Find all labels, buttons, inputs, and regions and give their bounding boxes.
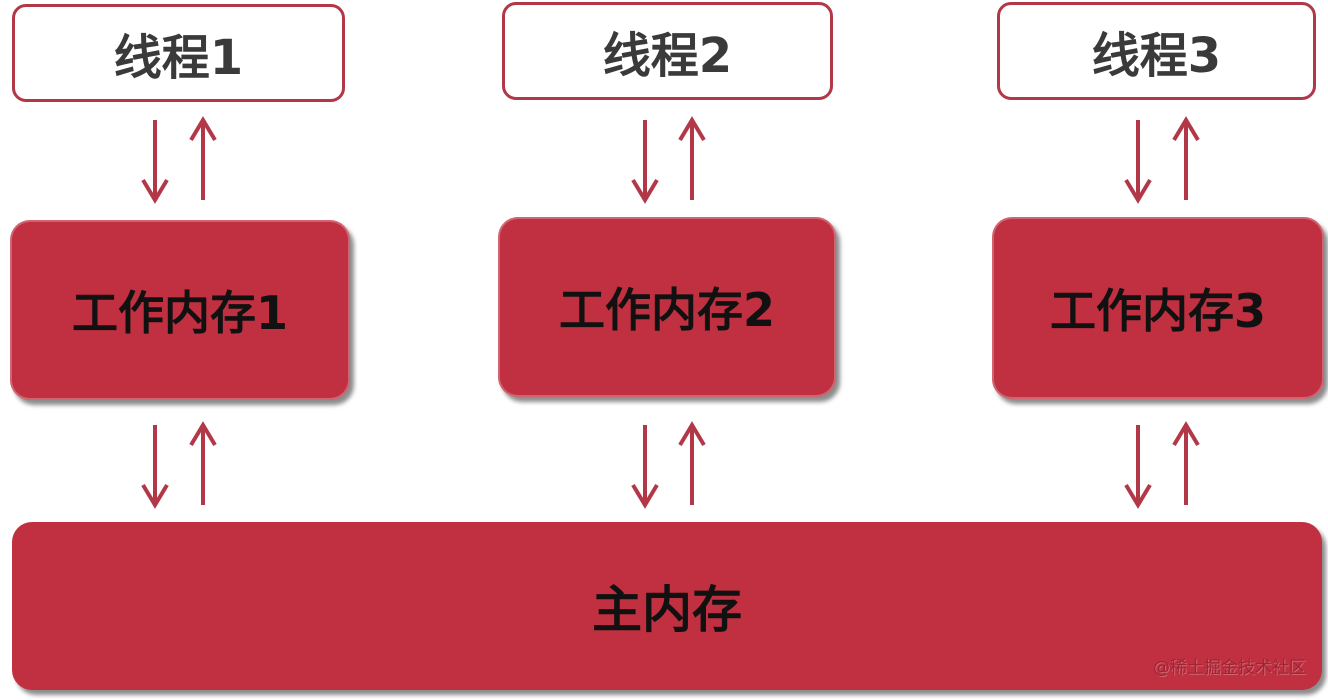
thread-3-box: 线程3: [997, 2, 1316, 100]
arrow-down-3-1: [1124, 120, 1152, 204]
arrow-down-2-1: [631, 120, 659, 204]
thread-2-box: 线程2: [502, 2, 833, 100]
thread-1-box: 线程1: [12, 4, 345, 102]
arrow-down-3-2: [1124, 425, 1152, 509]
arrow-down-1-2: [141, 425, 169, 509]
arrow-up-1-1: [189, 116, 217, 200]
arrow-down-2-2: [631, 425, 659, 509]
main-memory-box: 主内存: [12, 522, 1322, 690]
working-memory-3-box: 工作内存3: [992, 217, 1324, 399]
arrow-up-3-1: [1172, 116, 1200, 200]
arrow-up-3-2: [1172, 421, 1200, 505]
working-memory-1-box: 工作内存1: [10, 220, 350, 400]
arrow-up-2-2: [678, 421, 706, 505]
working-memory-2-box: 工作内存2: [498, 217, 836, 397]
watermark: @稀土掘金技术社区: [1153, 658, 1306, 678]
arrow-up-1-2: [189, 421, 217, 505]
arrow-down-1-1: [141, 120, 169, 204]
arrow-up-2-1: [678, 116, 706, 200]
